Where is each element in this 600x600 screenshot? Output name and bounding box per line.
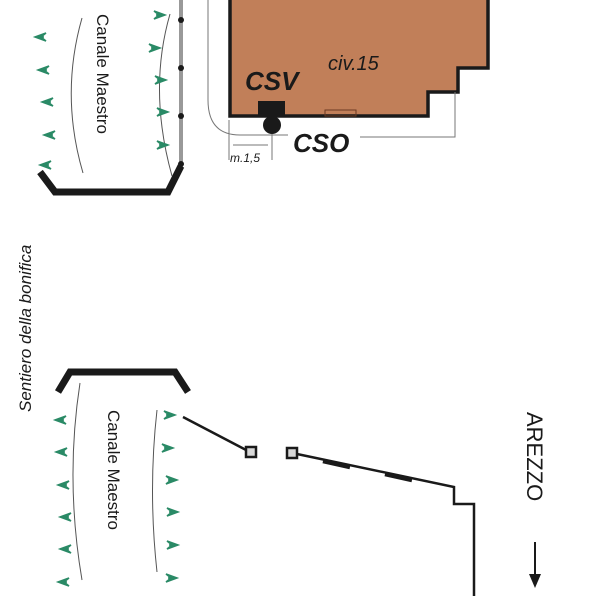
canal-top-bank-right: [158, 13, 173, 177]
fence-posts: [178, 17, 184, 167]
vegetation-icon: [165, 573, 180, 583]
csv-box: [258, 101, 285, 115]
csv-label: CSV: [245, 66, 301, 96]
culvert-bottom: [54, 368, 191, 394]
vegetation-icon: [161, 443, 176, 453]
fence-post: [178, 65, 184, 71]
building-label: civ.15: [328, 53, 380, 75]
vegetation-icon: [55, 480, 70, 490]
vegetation-icon: [55, 577, 70, 587]
wall-segment-1: [322, 458, 351, 470]
culvert-top: [37, 164, 185, 196]
cso-label: CSO: [293, 128, 349, 158]
vegetation-icon: [163, 410, 178, 420]
vegetation-icon: [57, 512, 72, 522]
gate-post-right: [285, 446, 299, 460]
vegetation-icon: [53, 447, 68, 457]
vegetation-icon: [148, 43, 163, 53]
direction-arrow-icon: [529, 574, 541, 588]
vegetation-icon: [32, 32, 47, 42]
fence-post: [178, 113, 184, 119]
vegetation-icon: [35, 65, 50, 75]
canal-bottom-label: Canale Maestro: [104, 410, 123, 530]
building-civ-15: [228, 0, 490, 118]
canal-top-label: Canale Maestro: [93, 14, 112, 134]
vegetation-icon: [57, 544, 72, 554]
gate-post-left: [244, 445, 258, 459]
vegetation-icon: [166, 540, 181, 550]
vegetation-icon: [156, 140, 171, 150]
vegetation-icon: [154, 75, 169, 85]
vegetation-icon: [156, 107, 171, 117]
canal-top-bank-left: [70, 17, 84, 174]
vegetation-icon: [153, 10, 168, 20]
direction-label: AREZZO: [522, 412, 547, 501]
path-label: Sentiero della bonifica: [16, 245, 35, 412]
vegetation-icon: [41, 130, 56, 140]
property-boundary-line: [207, 0, 288, 136]
fence-post: [178, 17, 184, 23]
wall-segment-2: [384, 471, 413, 483]
canal-bottom-bank-right: [152, 409, 158, 573]
vegetation-icon: [37, 160, 52, 170]
vegetation-icon: [165, 475, 180, 485]
vegetation-markers: [32, 10, 181, 587]
cso-connector-line: [360, 92, 456, 138]
distance-label: m.1,5: [230, 151, 260, 165]
vegetation-icon: [166, 507, 181, 517]
vegetation-icon: [52, 415, 67, 425]
vegetation-icon: [39, 97, 54, 107]
gate-arm-left: [182, 415, 249, 453]
cso-manhole: [263, 116, 281, 134]
building-entrance: [324, 109, 357, 117]
canal-bottom-bank-left: [72, 382, 83, 581]
